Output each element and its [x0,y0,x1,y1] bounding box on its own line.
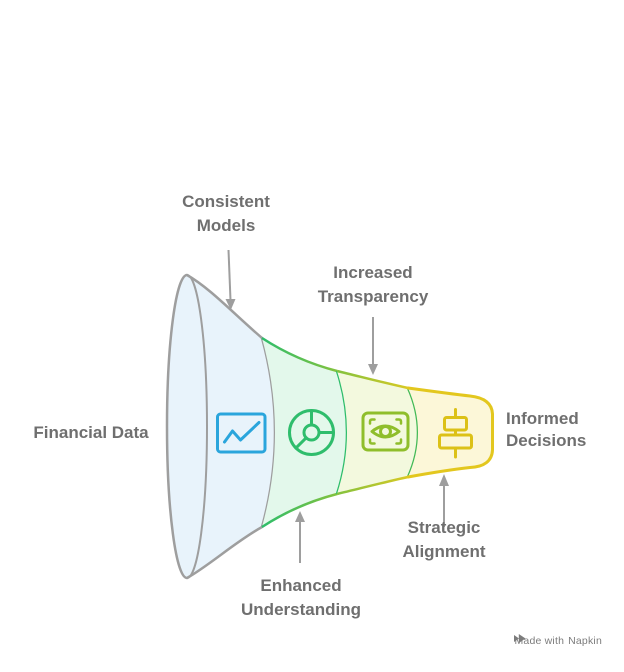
funnel-stage-strategic-alignment [406,386,494,479]
eye-scan-icon [361,411,410,452]
align-center-icon [438,408,473,459]
arrow-increased-transparency [368,317,378,375]
napkin-logo-icon [514,634,526,643]
stage-label-strategic-alignment: Strategic Alignment [402,518,486,561]
arrow-strategic-alignment [439,474,449,527]
line-chart-icon [216,412,267,454]
stage-label-increased-transparency: Increased Transparency [317,263,429,306]
stage-3-top-edge [336,369,409,390]
watermark: Made with Napkin [514,634,602,648]
stage-3-shape [337,371,418,494]
stage-2-top-edge [261,336,338,373]
arrow-consistent-models [225,249,236,310]
stage-4-shape [408,388,493,477]
input-label-financial-data: Financial Data [33,423,149,442]
watermark-brand: Napkin [568,635,602,647]
funnel-mouth-rim [186,274,208,579]
arrow-enhanced-understanding [295,511,305,563]
donut-chart-icon [288,409,335,456]
stage-label-consistent-models: Consistent Models [182,192,270,235]
funnel-stage-consistent-models [165,273,277,580]
stage-3-bottom-edge [336,475,409,496]
stage-4-edge [406,386,494,479]
funnel-stage-increased-transparency [336,369,420,496]
output-label-informed-decisions: Informed Decisions [506,409,587,450]
stage-1-shape [165,273,277,580]
watermark-prefix: Made with [514,635,565,647]
stage-label-enhanced-understanding: Enhanced Understanding [241,576,361,619]
stage-2-bottom-edge [261,492,338,529]
